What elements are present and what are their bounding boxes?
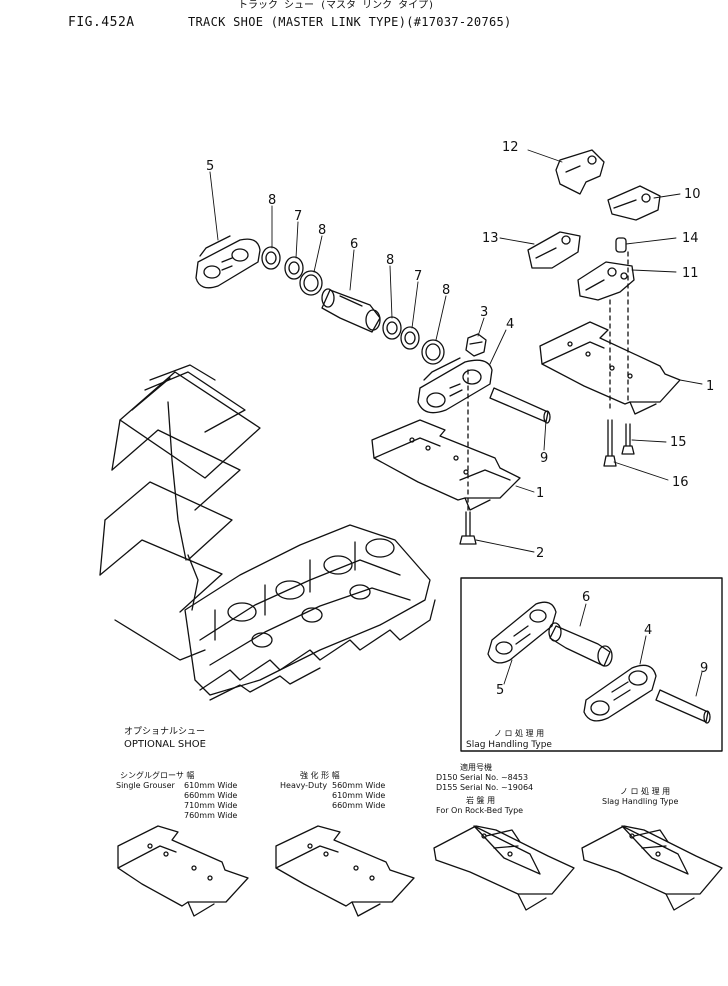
inset-bushing-6 [548, 622, 613, 667]
heavy-duty-width-1: 560mm Wide [332, 781, 386, 790]
callout-6: 6 [350, 237, 358, 252]
title-english: TRACK SHOE (MASTER LINK TYPE)(#17037-207… [188, 15, 512, 29]
single-grouser-name: Single Grouser [116, 781, 175, 790]
part-bolt-2 [459, 511, 477, 545]
slag-handling-jp: ノ ロ 処 理 用 [620, 787, 671, 796]
optional-shoe-rock-bed [433, 825, 575, 911]
part-12 [555, 149, 605, 195]
optional-shoe-single-grouser [117, 825, 249, 917]
heavy-duty-jp: 強 化 形 幅 [300, 771, 340, 780]
part-spacer-8d [421, 339, 445, 365]
track-assembly-illustration [99, 364, 436, 701]
part-10 [607, 185, 661, 221]
leader-lines [209, 149, 703, 553]
callout-15: 15 [670, 435, 687, 450]
callout-12: 12 [502, 140, 519, 155]
single-grouser-width-4: 760mm Wide [184, 811, 238, 820]
callout-8a: 8 [268, 193, 276, 208]
part-bolts-15-16 [603, 419, 635, 467]
single-grouser-width-1: 610mm Wide [184, 781, 238, 790]
heavy-duty-width-2: 610mm Wide [332, 791, 386, 800]
callout-10: 10 [684, 187, 701, 202]
part-spacer-8a [261, 246, 281, 270]
callout-13: 13 [482, 231, 499, 246]
inset-callout-5: 5 [496, 683, 504, 698]
optional-shoe-heavy-duty [275, 825, 415, 917]
inset-label-en: Slag Handling Type [466, 740, 552, 750]
callout-11: 11 [682, 266, 699, 281]
callout-1-center: 1 [536, 486, 544, 501]
part-bushing-6 [321, 288, 381, 333]
part-pin-9 [489, 387, 551, 424]
callout-numbers: 5 8 7 8 6 8 7 8 3 4 12 10 13 14 11 1 15 … [206, 140, 714, 698]
inset-link-4 [583, 664, 657, 722]
part-spacer-8c [382, 316, 402, 340]
rock-bed-name: For On Rock-Bed Type [436, 806, 524, 815]
heavy-duty-width-3: 660mm Wide [332, 801, 386, 810]
callout-4: 4 [506, 317, 514, 332]
part-13 [527, 231, 581, 269]
optional-shoe-slag-handling [581, 825, 723, 911]
callout-3: 3 [480, 305, 488, 320]
part-shoe-1-center [371, 419, 521, 511]
rock-bed-jp: 岩 盤 用 [466, 796, 496, 805]
rock-bed-applicable-jp: 適用号機 [460, 763, 492, 772]
part-master-link-5 [195, 235, 261, 289]
title-japanese: トラック シュー (マスタ リンク タイプ) [238, 0, 435, 11]
callout-9: 9 [540, 451, 548, 466]
inset-callout-6: 6 [582, 590, 590, 605]
callout-7b: 7 [414, 269, 422, 284]
callout-8b: 8 [318, 223, 326, 238]
inset-callout-9: 9 [700, 661, 708, 676]
inset-callout-4: 4 [644, 623, 652, 638]
inset-link-5 [487, 601, 557, 664]
callout-1-right: 1 [706, 379, 714, 394]
part-spacer-8b [299, 270, 323, 296]
inset-label-jp: ノ ロ 処 理 用 [494, 729, 545, 738]
part-nut-3 [465, 333, 487, 357]
inset-pin-9 [655, 689, 711, 724]
callout-16: 16 [672, 475, 689, 490]
optional-heading-en: OPTIONAL SHOE [124, 739, 206, 750]
callout-2: 2 [536, 546, 544, 561]
callout-8c: 8 [386, 253, 394, 268]
part-seal-7a [284, 256, 304, 280]
part-11 [577, 261, 635, 301]
single-grouser-width-3: 710mm Wide [184, 801, 238, 810]
part-dowel-14 [615, 237, 627, 253]
heavy-duty-name: Heavy-Duty [280, 781, 328, 790]
slag-handling-name: Slag Handling Type [602, 797, 679, 806]
part-seal-7b [400, 326, 420, 350]
callout-14: 14 [682, 231, 699, 246]
figure-number: FIG.452A [68, 15, 135, 30]
part-master-link-4 [417, 357, 493, 414]
single-grouser-width-2: 660mm Wide [184, 791, 238, 800]
rock-bed-serial-1: D150 Serial No. ~8453 [436, 773, 529, 782]
callout-7a: 7 [294, 209, 302, 224]
callout-8d: 8 [442, 283, 450, 298]
rock-bed-serial-2: D155 Serial No. ~19064 [436, 783, 534, 792]
single-grouser-jp: シングルグローサ 幅 [120, 771, 195, 780]
inset-box [460, 577, 723, 752]
callout-5: 5 [206, 159, 214, 174]
optional-heading-jp: オプショナルシュー [124, 727, 206, 737]
